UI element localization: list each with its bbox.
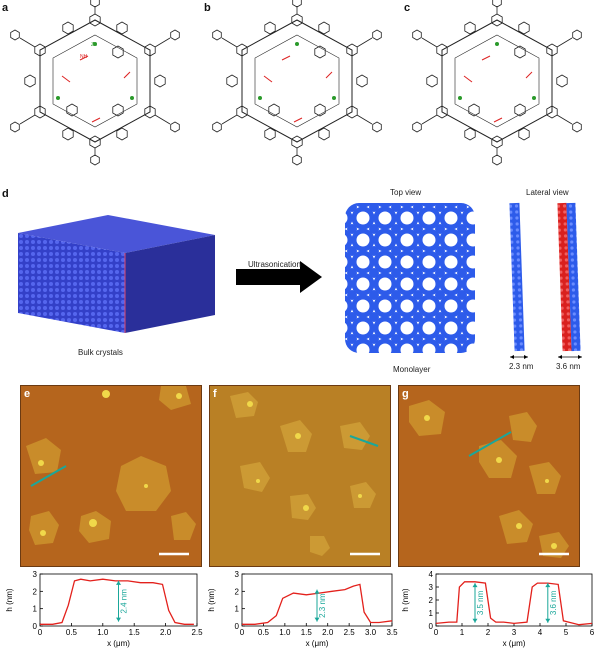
x-tick-label: 0.5 xyxy=(258,628,270,637)
profile-chart-g: 0 1 2 3 4 0 1 2 3 4 5 6 x (μm) h (nm) 3.5 nm 3.6 nm xyxy=(401,570,595,648)
x-tick-label: 5 xyxy=(564,628,569,637)
y-tick-label: 1 xyxy=(33,605,38,614)
height-marker-head xyxy=(472,583,478,588)
y-tick-label: 3 xyxy=(429,583,434,592)
height-annotation: 2.4 nm xyxy=(120,589,129,614)
height-marker-head xyxy=(314,589,320,594)
height-marker-head xyxy=(116,617,121,622)
x-axis-label: x (μm) xyxy=(503,639,526,648)
height-annotation: 2.3 nm xyxy=(318,593,327,618)
y-tick-label: 3 xyxy=(235,570,240,579)
panel-a-label: a xyxy=(2,2,9,14)
y-tick-label: 2 xyxy=(235,587,240,596)
profile-chart-f: 0 1 2 3 0 0.5 1.0 1.5 2.0 2.5 3.0 3.5 x (μm) h (nm) 2.… xyxy=(207,570,398,648)
ultrasonication-arrow xyxy=(236,261,322,293)
y-tick-label: 1 xyxy=(429,609,434,618)
panel-d-label: d xyxy=(2,188,9,200)
height-marker-head xyxy=(472,618,478,623)
height-profile-line xyxy=(242,583,393,625)
x-tick-label: 3.5 xyxy=(386,628,398,637)
x-tick-label: 0.5 xyxy=(66,628,78,637)
bulk-crystal-top xyxy=(18,215,215,253)
plot-frame xyxy=(435,573,593,627)
plot-frame xyxy=(39,573,198,627)
height-profile-line xyxy=(435,581,593,626)
x-tick-label: 2.0 xyxy=(322,628,334,637)
panel-e-label: e xyxy=(24,388,31,400)
height-marker-head xyxy=(314,617,320,622)
y-tick-label: 3 xyxy=(33,570,38,579)
x-tick-label: 2 xyxy=(486,628,491,637)
height-annotation: 3.6 nm xyxy=(549,590,558,615)
y-axis-label: h (nm) xyxy=(207,588,216,611)
lateral-view-bilayer-blue xyxy=(566,202,581,352)
afm-image-e xyxy=(20,385,202,567)
panel-f-label: f xyxy=(213,388,217,400)
x-tick-label: 4 xyxy=(538,628,543,637)
y-tick-label: 0 xyxy=(33,622,38,631)
x-tick-label: 0 xyxy=(240,628,245,637)
y-tick-label: 1 xyxy=(235,605,240,614)
height-profile-line xyxy=(40,578,194,625)
profile-chart-e: 0 1 2 3 0 0.5 1.0 1.5 2.0 2.5 x (μm) h (nm) 2.4 nm xyxy=(5,570,203,648)
y-tick-label: 4 xyxy=(429,570,434,579)
bulk-crystal-side xyxy=(125,235,215,333)
y-tick-label: 2 xyxy=(33,587,38,596)
structures-abc: Zn NH xyxy=(0,0,600,170)
monolayer-top-view xyxy=(345,203,475,353)
bulk-crystals-label: Bulk crystals xyxy=(78,348,123,357)
y-tick-label: 0 xyxy=(235,622,240,631)
x-tick-label: 6 xyxy=(590,628,595,637)
top-view-label: Top view xyxy=(390,188,422,197)
x-tick-label: 0 xyxy=(38,628,43,637)
x-tick-label: 1 xyxy=(460,628,465,637)
y-axis-label: h (nm) xyxy=(401,588,410,611)
x-tick-label: 1.0 xyxy=(279,628,291,637)
panel-c-label: c xyxy=(404,2,411,14)
x-tick-label: 1.5 xyxy=(301,628,313,637)
x-axis-label: x (μm) xyxy=(306,639,329,648)
panel-b-label: b xyxy=(204,2,211,14)
x-tick-label: 1.0 xyxy=(97,628,109,637)
thickness-bilayer: 3.6 nm xyxy=(556,362,581,371)
y-axis-label: h (nm) xyxy=(5,588,14,611)
height-marker-head xyxy=(116,580,121,585)
x-tick-label: 2.5 xyxy=(191,628,203,637)
height-marker-head xyxy=(545,583,551,588)
panel-d-graphic xyxy=(18,202,582,359)
afm-image-f xyxy=(209,385,391,567)
thickness-monolayer: 2.3 nm xyxy=(509,362,534,371)
x-tick-label: 3.0 xyxy=(365,628,377,637)
x-tick-label: 2.5 xyxy=(344,628,356,637)
zn-label: Zn xyxy=(91,42,97,48)
nh-label: NH xyxy=(80,54,88,60)
height-annotation: 3.5 nm xyxy=(476,590,485,615)
y-tick-label: 2 xyxy=(429,596,434,605)
x-tick-label: 1.5 xyxy=(129,628,141,637)
panel-g-label: g xyxy=(402,388,409,400)
x-tick-label: 2.0 xyxy=(160,628,172,637)
ultrasonication-label: Ultrasonication xyxy=(248,260,301,269)
bulk-crystal-front xyxy=(18,233,125,333)
lateral-view-monolayer xyxy=(509,202,525,352)
x-tick-label: 0 xyxy=(434,628,439,637)
monolayer-label: Monolayer xyxy=(393,365,431,374)
lateral-view-bilayer-red xyxy=(557,202,572,352)
lateral-view-label: Lateral view xyxy=(526,188,569,197)
afm-image-g xyxy=(398,385,580,567)
y-tick-label: 0 xyxy=(429,622,434,631)
x-tick-label: 3 xyxy=(512,628,517,637)
height-marker-head xyxy=(545,618,551,623)
plot-frame xyxy=(241,573,393,627)
x-axis-label: x (μm) xyxy=(107,639,130,648)
